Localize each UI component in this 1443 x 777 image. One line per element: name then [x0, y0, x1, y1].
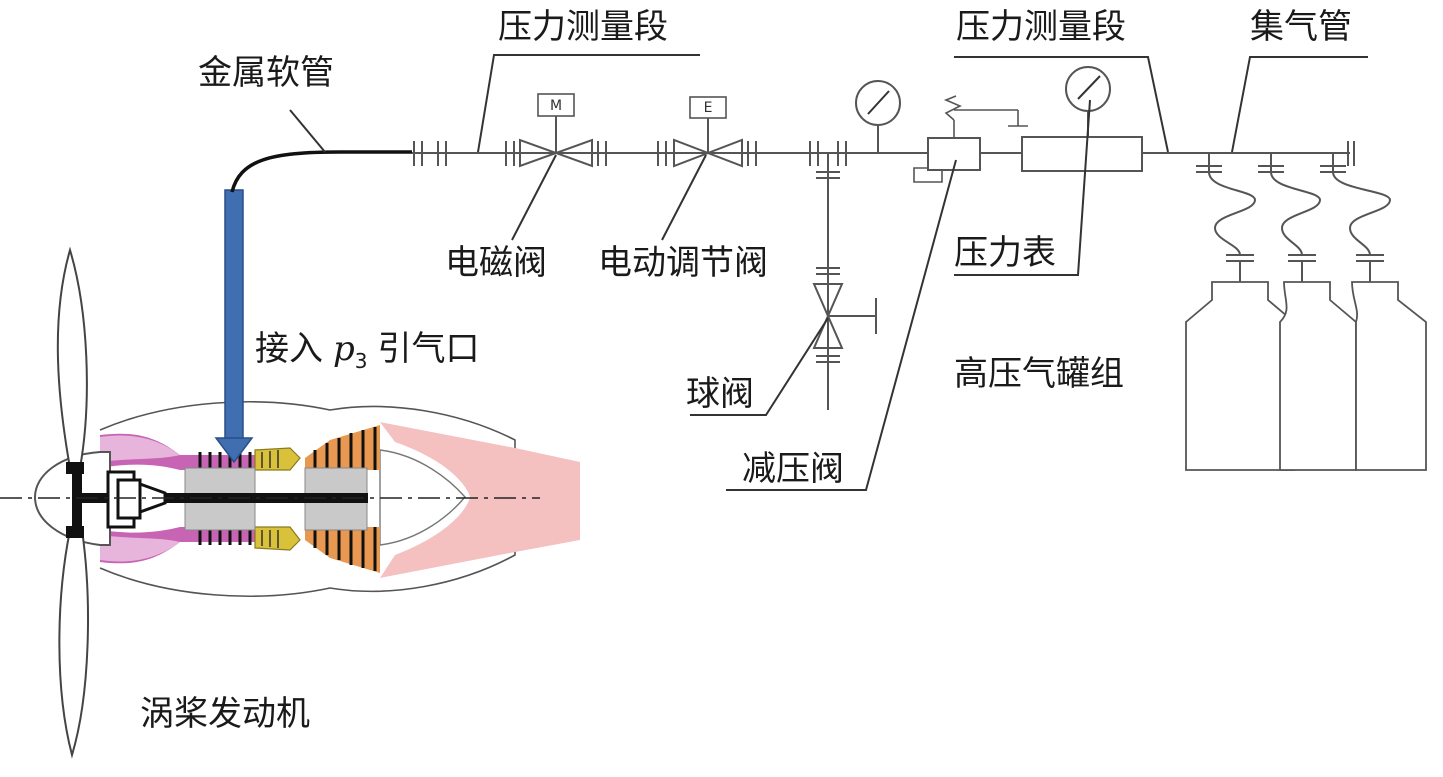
label-ball-valve: 球阀 [686, 374, 754, 414]
bleed-tube-arrowhead [214, 437, 254, 464]
electric-actuator-letter: E [704, 100, 713, 116]
propeller-blade-lower [58, 529, 89, 759]
lower-turbine [305, 527, 380, 573]
reduction-gearbox [106, 470, 167, 529]
electric-actuator-box [689, 96, 727, 119]
propeller-root-upper [66, 462, 84, 474]
label-pressure-section-2: 压力测量段 [956, 7, 1126, 47]
label-electric-valve: 电动调节阀 [598, 243, 768, 283]
label-pressure-section-1: 压力测量段 [498, 7, 668, 47]
label-reducing-valve: 减压阀 [742, 449, 844, 489]
gas-tank-3 [1351, 281, 1427, 471]
propeller-blade-upper [56, 246, 88, 469]
bleed-air-tube [214, 189, 254, 464]
gas-tank-2 [1279, 281, 1357, 471]
main-shaft [78, 493, 368, 503]
pipe-flanges [413, 141, 1355, 166]
pressure-measurement-unit-2 [1021, 66, 1143, 172]
label-metal-hose: 金属软管 [198, 53, 334, 93]
lower-inlet-duct [100, 535, 180, 562]
ball-valve-branch [812, 153, 877, 410]
bleed-tube-body [224, 189, 244, 441]
pressure-reducing-valve [913, 95, 1028, 183]
label-tank-group: 高压气罐组 [954, 354, 1124, 394]
solenoid-actuator-box [537, 93, 575, 117]
high-pressure-tank-group [1185, 281, 1427, 471]
pressure-gauge-1 [855, 80, 901, 153]
gas-tank-1 [1185, 281, 1295, 471]
manifold-connections [1196, 153, 1392, 282]
metal-hose-curve [230, 150, 412, 193]
label-manifold: 集气管 [1250, 7, 1352, 47]
turboprop-engine [0, 246, 580, 759]
solenoid-valve: M [519, 93, 593, 168]
combustor-stripes [261, 450, 279, 548]
propeller-root-lower [66, 526, 84, 538]
label-solenoid-valve: 电磁阀 [445, 243, 547, 283]
upper-inlet-duct [100, 435, 180, 462]
leader-lines [289, 54, 1368, 491]
electric-regulating-valve: E [673, 96, 743, 168]
main-pipeline [412, 141, 1355, 166]
label-engine: 涡桨发动机 [140, 694, 310, 734]
exhaust-nozzle [380, 422, 580, 578]
solenoid-actuator-letter: M [550, 98, 562, 114]
upper-turbine [305, 425, 380, 470]
label-pressure-gauge: 压力表 [954, 233, 1056, 273]
